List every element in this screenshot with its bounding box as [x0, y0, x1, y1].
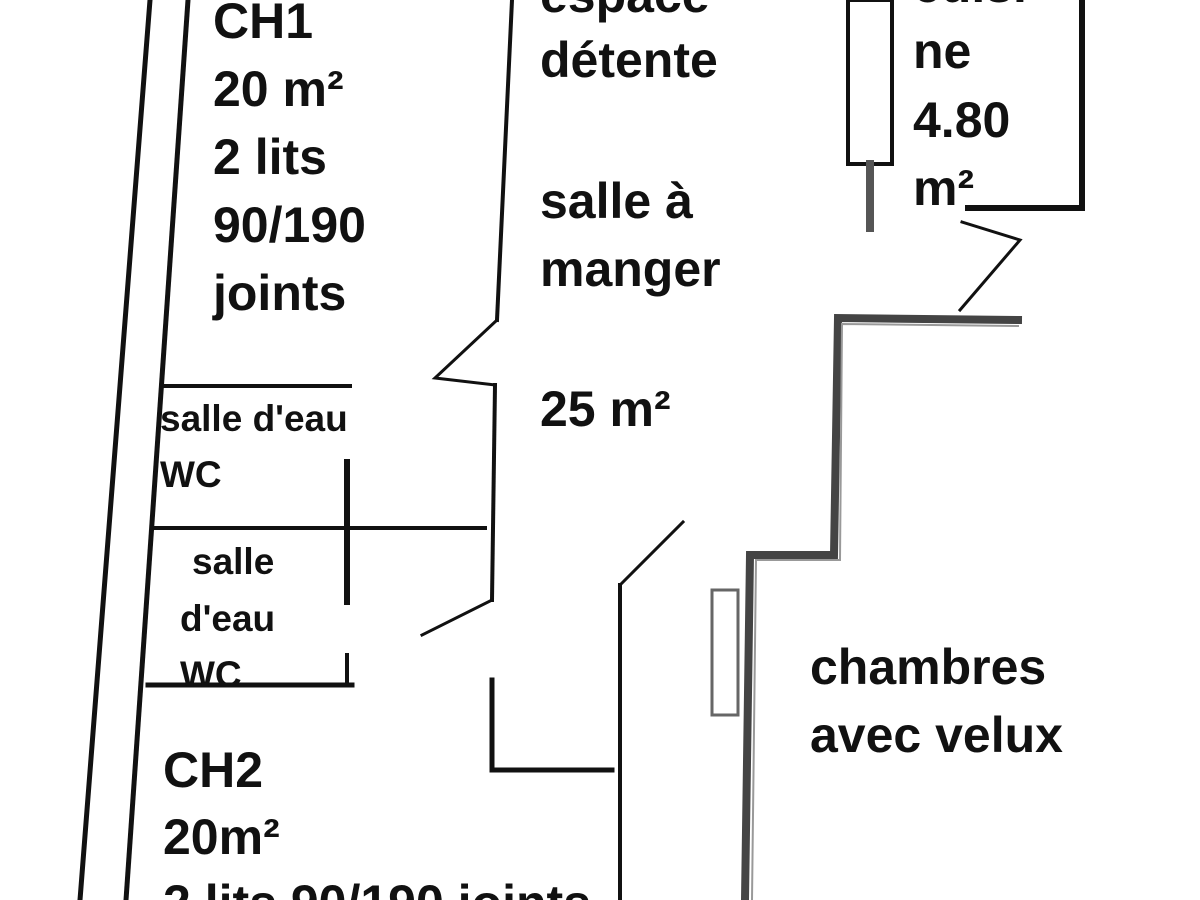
sam-line1: salle à [540, 173, 693, 229]
sde2-line3: WC [180, 654, 242, 695]
sde2-door [419, 597, 495, 638]
chambres-line2: avec velux [810, 707, 1063, 763]
sam-area: 25 m² [540, 381, 671, 437]
sde1-line2: WC [160, 454, 222, 495]
cuisine-wall [965, 0, 1085, 211]
cuisine-area1: 4.80 [913, 92, 1011, 148]
cuisine-door [957, 220, 1023, 313]
ch1-note: joints [213, 265, 347, 321]
cuisine-area2: m² [913, 160, 975, 216]
sde1-line1: salle d'eau [160, 398, 348, 439]
sde2-line2: d'eau [180, 598, 276, 639]
stair-wall-inner [750, 322, 1020, 900]
outer-wall-left-2 [123, 0, 191, 900]
detente-line1: espace [540, 0, 710, 20]
sde2-line1: salle [192, 541, 275, 582]
outer-wall-left-1 [77, 0, 153, 900]
ch1-area: 20 m² [213, 61, 344, 117]
cuisine-line1: cuisi [913, 0, 1027, 10]
cuisine-counter [846, 0, 894, 166]
stair-wall [740, 313, 1023, 900]
detente-line2: détente [540, 32, 718, 88]
corridor-wall [489, 382, 498, 603]
ch1-door [431, 317, 500, 387]
cuisine-line2: ne [913, 23, 972, 79]
ch2-area: 20m² [163, 809, 280, 865]
chambres-line1: chambres [810, 639, 1047, 695]
velux-window [710, 588, 740, 717]
ch2-door [617, 519, 686, 588]
ch1-beds: 2 lits [213, 129, 327, 185]
ch1-name: CH1 [213, 0, 314, 49]
ch2-beds: 2 lits 90/190 joints [163, 878, 591, 900]
ch1-right-wall [494, 0, 515, 323]
ch2-name: CH2 [163, 742, 264, 798]
closet [489, 677, 615, 773]
ch1-size: 90/190 [213, 197, 366, 253]
sam-line2: manger [540, 241, 721, 297]
